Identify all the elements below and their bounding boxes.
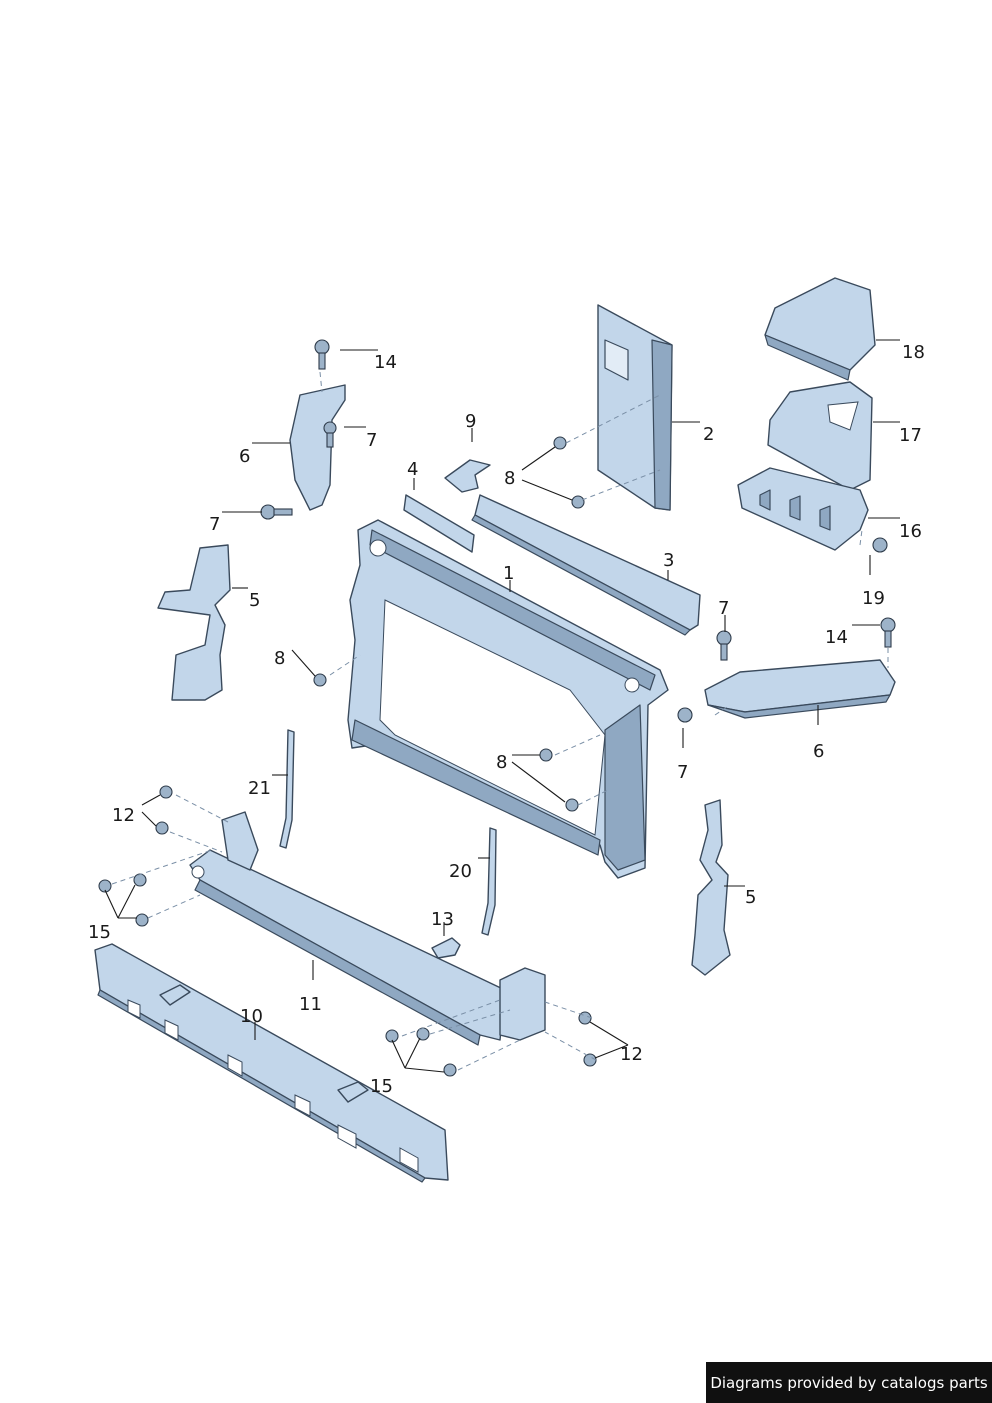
callout-8-top: 8 bbox=[504, 468, 516, 489]
callout-7-left: 7 bbox=[209, 514, 221, 535]
callout-5-right: 5 bbox=[745, 887, 757, 908]
callout-20: 20 bbox=[449, 861, 472, 882]
left-lock-bracket bbox=[252, 384, 346, 511]
leader-lines bbox=[104, 349, 889, 1073]
callout-12-left: 12 bbox=[112, 805, 135, 826]
air-guide-panel bbox=[597, 304, 700, 511]
callout-8-center: 8 bbox=[496, 752, 508, 773]
callout-11: 11 bbox=[299, 994, 322, 1015]
callout-7-top: 7 bbox=[366, 430, 378, 451]
callout-4: 4 bbox=[407, 459, 419, 480]
right-air-deflector bbox=[691, 799, 745, 976]
clip bbox=[444, 428, 491, 493]
callout-14-right: 14 bbox=[825, 627, 848, 648]
callout-8-left: 8 bbox=[274, 648, 286, 669]
callout-14-top: 14 bbox=[374, 352, 397, 373]
callout-21: 21 bbox=[248, 778, 271, 799]
impact-absorber bbox=[94, 943, 449, 1183]
callout-16: 16 bbox=[899, 521, 922, 542]
callout-10: 10 bbox=[240, 1006, 263, 1027]
callout-6-left: 6 bbox=[239, 446, 251, 467]
callout-15-right: 15 bbox=[370, 1076, 393, 1097]
callout-5-left: 5 bbox=[249, 590, 261, 611]
front-end-carrier bbox=[347, 519, 669, 879]
callout-3: 3 bbox=[663, 550, 675, 571]
callout-9: 9 bbox=[465, 411, 477, 432]
right-lock-bracket bbox=[704, 659, 896, 725]
side-seal-strips bbox=[272, 729, 497, 936]
left-air-deflector bbox=[157, 544, 248, 701]
callout-7-lower-right: 7 bbox=[677, 762, 689, 783]
callout-1: 1 bbox=[503, 563, 515, 584]
callout-18: 18 bbox=[902, 342, 925, 363]
callout-15-left: 15 bbox=[88, 922, 111, 943]
callout-6-right: 6 bbox=[813, 741, 825, 762]
callout-13: 13 bbox=[431, 909, 454, 930]
credit-banner: Diagrams provided by catalogs parts bbox=[706, 1362, 992, 1403]
buffer-stop bbox=[431, 922, 461, 959]
callout-12-right: 12 bbox=[620, 1044, 643, 1065]
bumper-crossmember bbox=[189, 811, 546, 1046]
callout-17: 17 bbox=[899, 425, 922, 446]
callout-2: 2 bbox=[703, 424, 715, 445]
small-seal-piece bbox=[403, 478, 475, 553]
fasteners bbox=[98, 339, 896, 1077]
air-intake-duct bbox=[737, 277, 900, 551]
callout-19: 19 bbox=[862, 588, 885, 609]
upper-seal-strip bbox=[471, 494, 701, 636]
callout-7-upper-right: 7 bbox=[718, 598, 730, 619]
